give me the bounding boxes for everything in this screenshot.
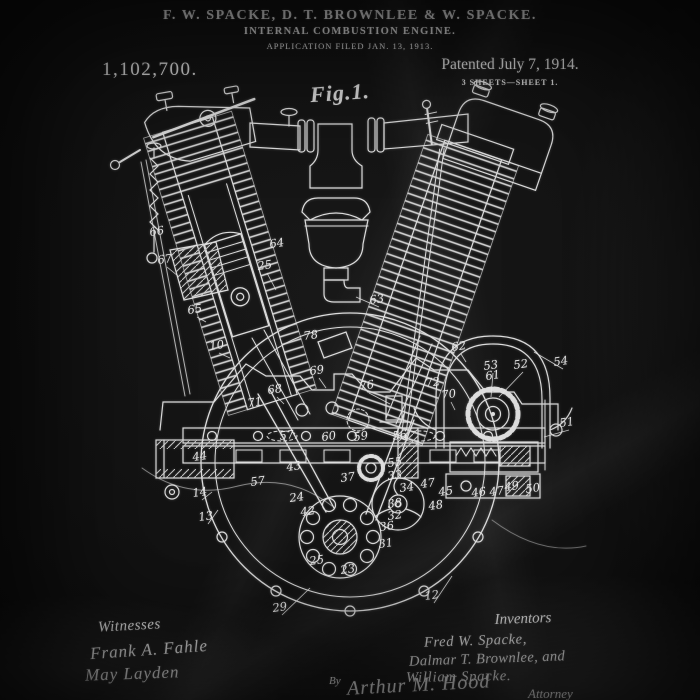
flywheel-housing [141,312,587,617]
svg-text:45: 45 [436,483,453,499]
svg-text:42: 42 [298,503,315,519]
svg-text:34: 34 [398,479,414,495]
svg-text:63: 63 [368,291,384,307]
crankshaft-bearing [298,495,382,579]
by-label: By [329,675,341,687]
svg-text:71: 71 [246,394,262,410]
svg-text:13: 13 [197,508,213,524]
svg-text:46: 46 [469,484,486,500]
svg-text:56: 56 [391,427,407,443]
left-valve-gear [109,142,229,397]
svg-text:61: 61 [484,367,500,383]
svg-text:60: 60 [320,428,336,444]
patent-inventors-line: F. W. SPACKE, D. T. BROWNLEE & W. SPACKE… [162,8,538,23]
svg-text:51: 51 [558,414,574,430]
svg-text:53: 53 [482,357,498,373]
svg-text:23: 23 [338,561,355,577]
svg-text:72: 72 [424,374,440,390]
svg-text:37: 37 [339,469,356,485]
svg-text:12: 12 [423,587,439,603]
patent-application-line: APPLICATION FILED JAN. 13, 1913. [266,41,434,51]
svg-text:57: 57 [278,427,295,443]
crankcase [155,329,559,479]
svg-text:44: 44 [190,448,207,464]
svg-text:76: 76 [358,377,374,393]
right-cylinder [330,99,520,447]
carburetor [301,197,371,303]
svg-text:65: 65 [186,301,202,317]
svg-text:47: 47 [487,483,505,499]
svg-text:36: 36 [378,518,394,534]
svg-text:47: 47 [418,475,436,491]
svg-text:66: 66 [148,223,164,239]
svg-text:55: 55 [386,454,402,470]
witness-signature-2: May Layden [84,662,180,685]
connecting-rods [257,389,415,521]
svg-text:62: 62 [450,338,466,354]
svg-text:29: 29 [270,599,287,615]
attorney-label: Attorney [528,686,573,700]
svg-text:54: 54 [552,353,568,369]
svg-text:70: 70 [440,386,456,402]
svg-text:78: 78 [302,327,318,343]
sheet-info: 3 SHEETS—SHEET 1. [461,78,559,87]
svg-text:50: 50 [524,480,540,496]
svg-text:57: 57 [249,473,266,489]
patented-date: Patented July 7, 1914. [441,56,579,73]
svg-text:25: 25 [255,257,272,273]
patent-title-line: INTERNAL COMBUSTION ENGINE. [243,26,457,37]
svg-text:38: 38 [386,495,402,511]
svg-text:52: 52 [512,356,528,372]
intake-manifold [249,107,469,189]
svg-text:43: 43 [284,458,301,474]
svg-text:32: 32 [386,507,402,523]
svg-text:59: 59 [352,428,368,444]
magneto [413,335,573,499]
svg-text:67: 67 [156,251,173,267]
svg-text:14: 14 [191,484,207,500]
svg-text:49: 49 [502,478,519,494]
svg-text:25: 25 [307,552,324,568]
witnesses-heading: Witnesses [97,616,162,636]
svg-text:33: 33 [386,467,402,483]
svg-text:48: 48 [426,497,443,513]
svg-text:69: 69 [308,362,324,378]
svg-text:31: 31 [377,535,393,551]
svg-text:24: 24 [287,489,304,505]
svg-text:64: 64 [268,235,284,251]
svg-text:68: 68 [266,381,282,397]
patent-number: 1,102,700. [102,59,198,80]
inventor-name-1: Fred W. Spacke, [423,631,528,651]
svg-text:10: 10 [208,337,224,353]
